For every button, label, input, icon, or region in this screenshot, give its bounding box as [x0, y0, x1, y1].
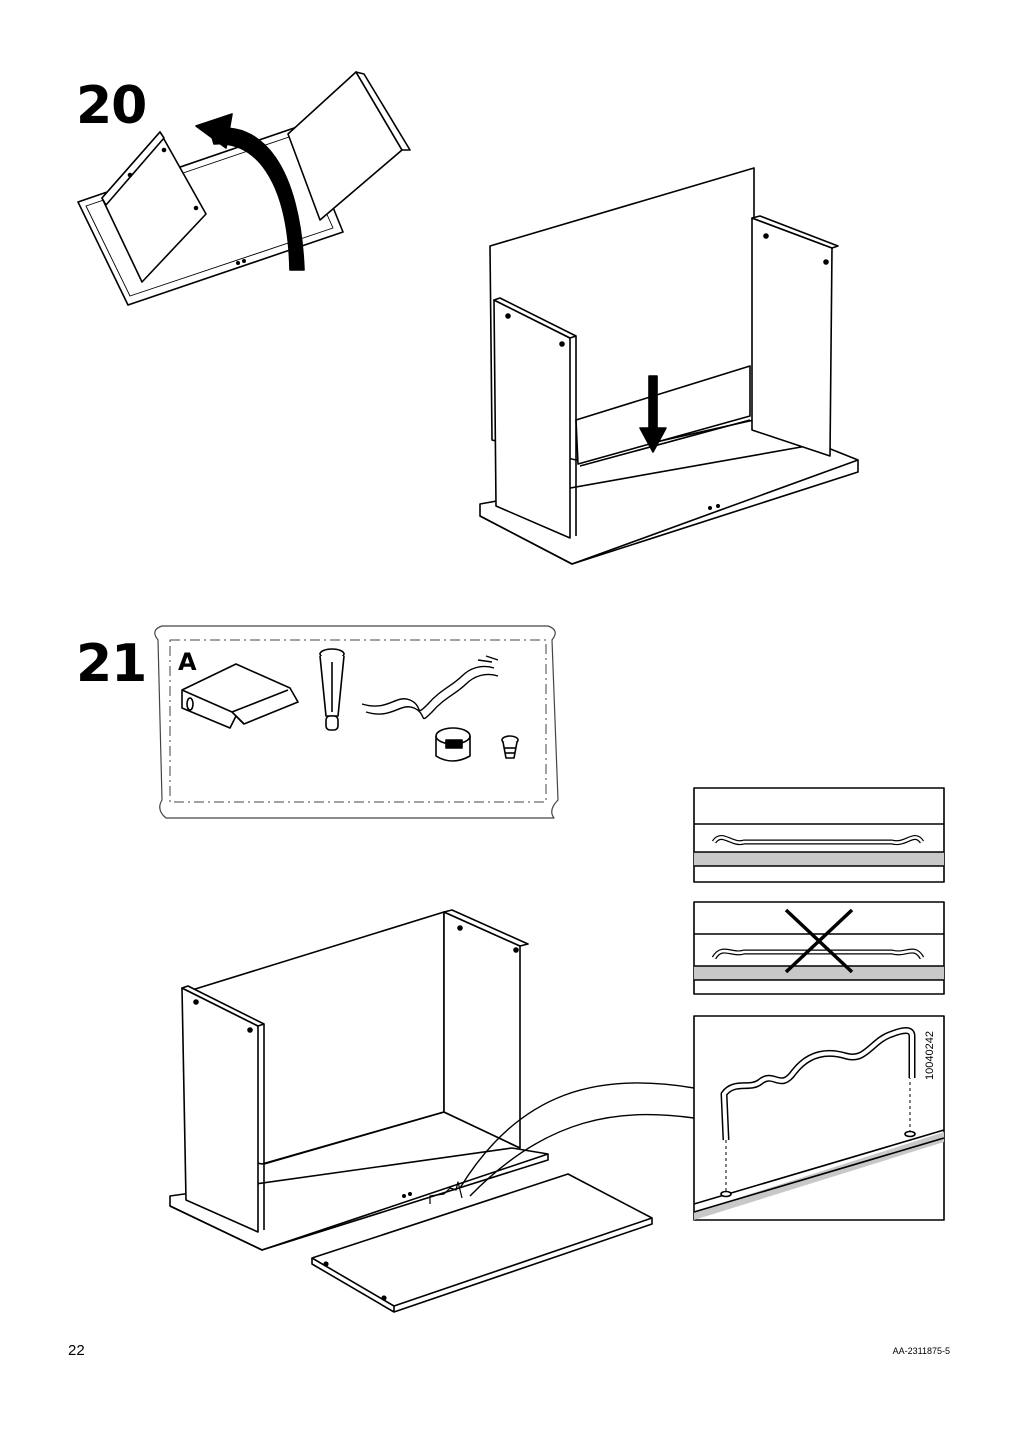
step-number-20: 20: [76, 76, 147, 136]
down-arrow-icon: [640, 376, 666, 452]
step-number-21: 21: [76, 634, 147, 694]
step20-rotate-illustration: [78, 72, 410, 305]
dowel-part-icon: [320, 649, 344, 730]
rotation-arrow-icon: [196, 114, 304, 270]
callout-curve: [460, 1083, 694, 1196]
page-number: 22: [68, 1342, 85, 1359]
article-number: 10040242: [924, 1031, 936, 1080]
step21-cabinet-illustration: [170, 910, 652, 1312]
wire-connector-part-icon: [362, 656, 498, 719]
detail-insertion-panel: [694, 1016, 944, 1220]
detail-incorrect-panel: [694, 902, 944, 994]
parts-bag-label: A: [178, 648, 197, 676]
step20-cabinet-illustration: [480, 168, 858, 564]
screw-part-icon: [502, 736, 518, 758]
handle-part-icon: [182, 664, 298, 728]
cross-icon: [786, 910, 852, 972]
cam-lock-part-icon: [436, 728, 470, 761]
parts-bag: [155, 626, 558, 818]
detail-correct-panel: [694, 788, 944, 882]
document-code: AA-2311875-5: [892, 1346, 950, 1356]
